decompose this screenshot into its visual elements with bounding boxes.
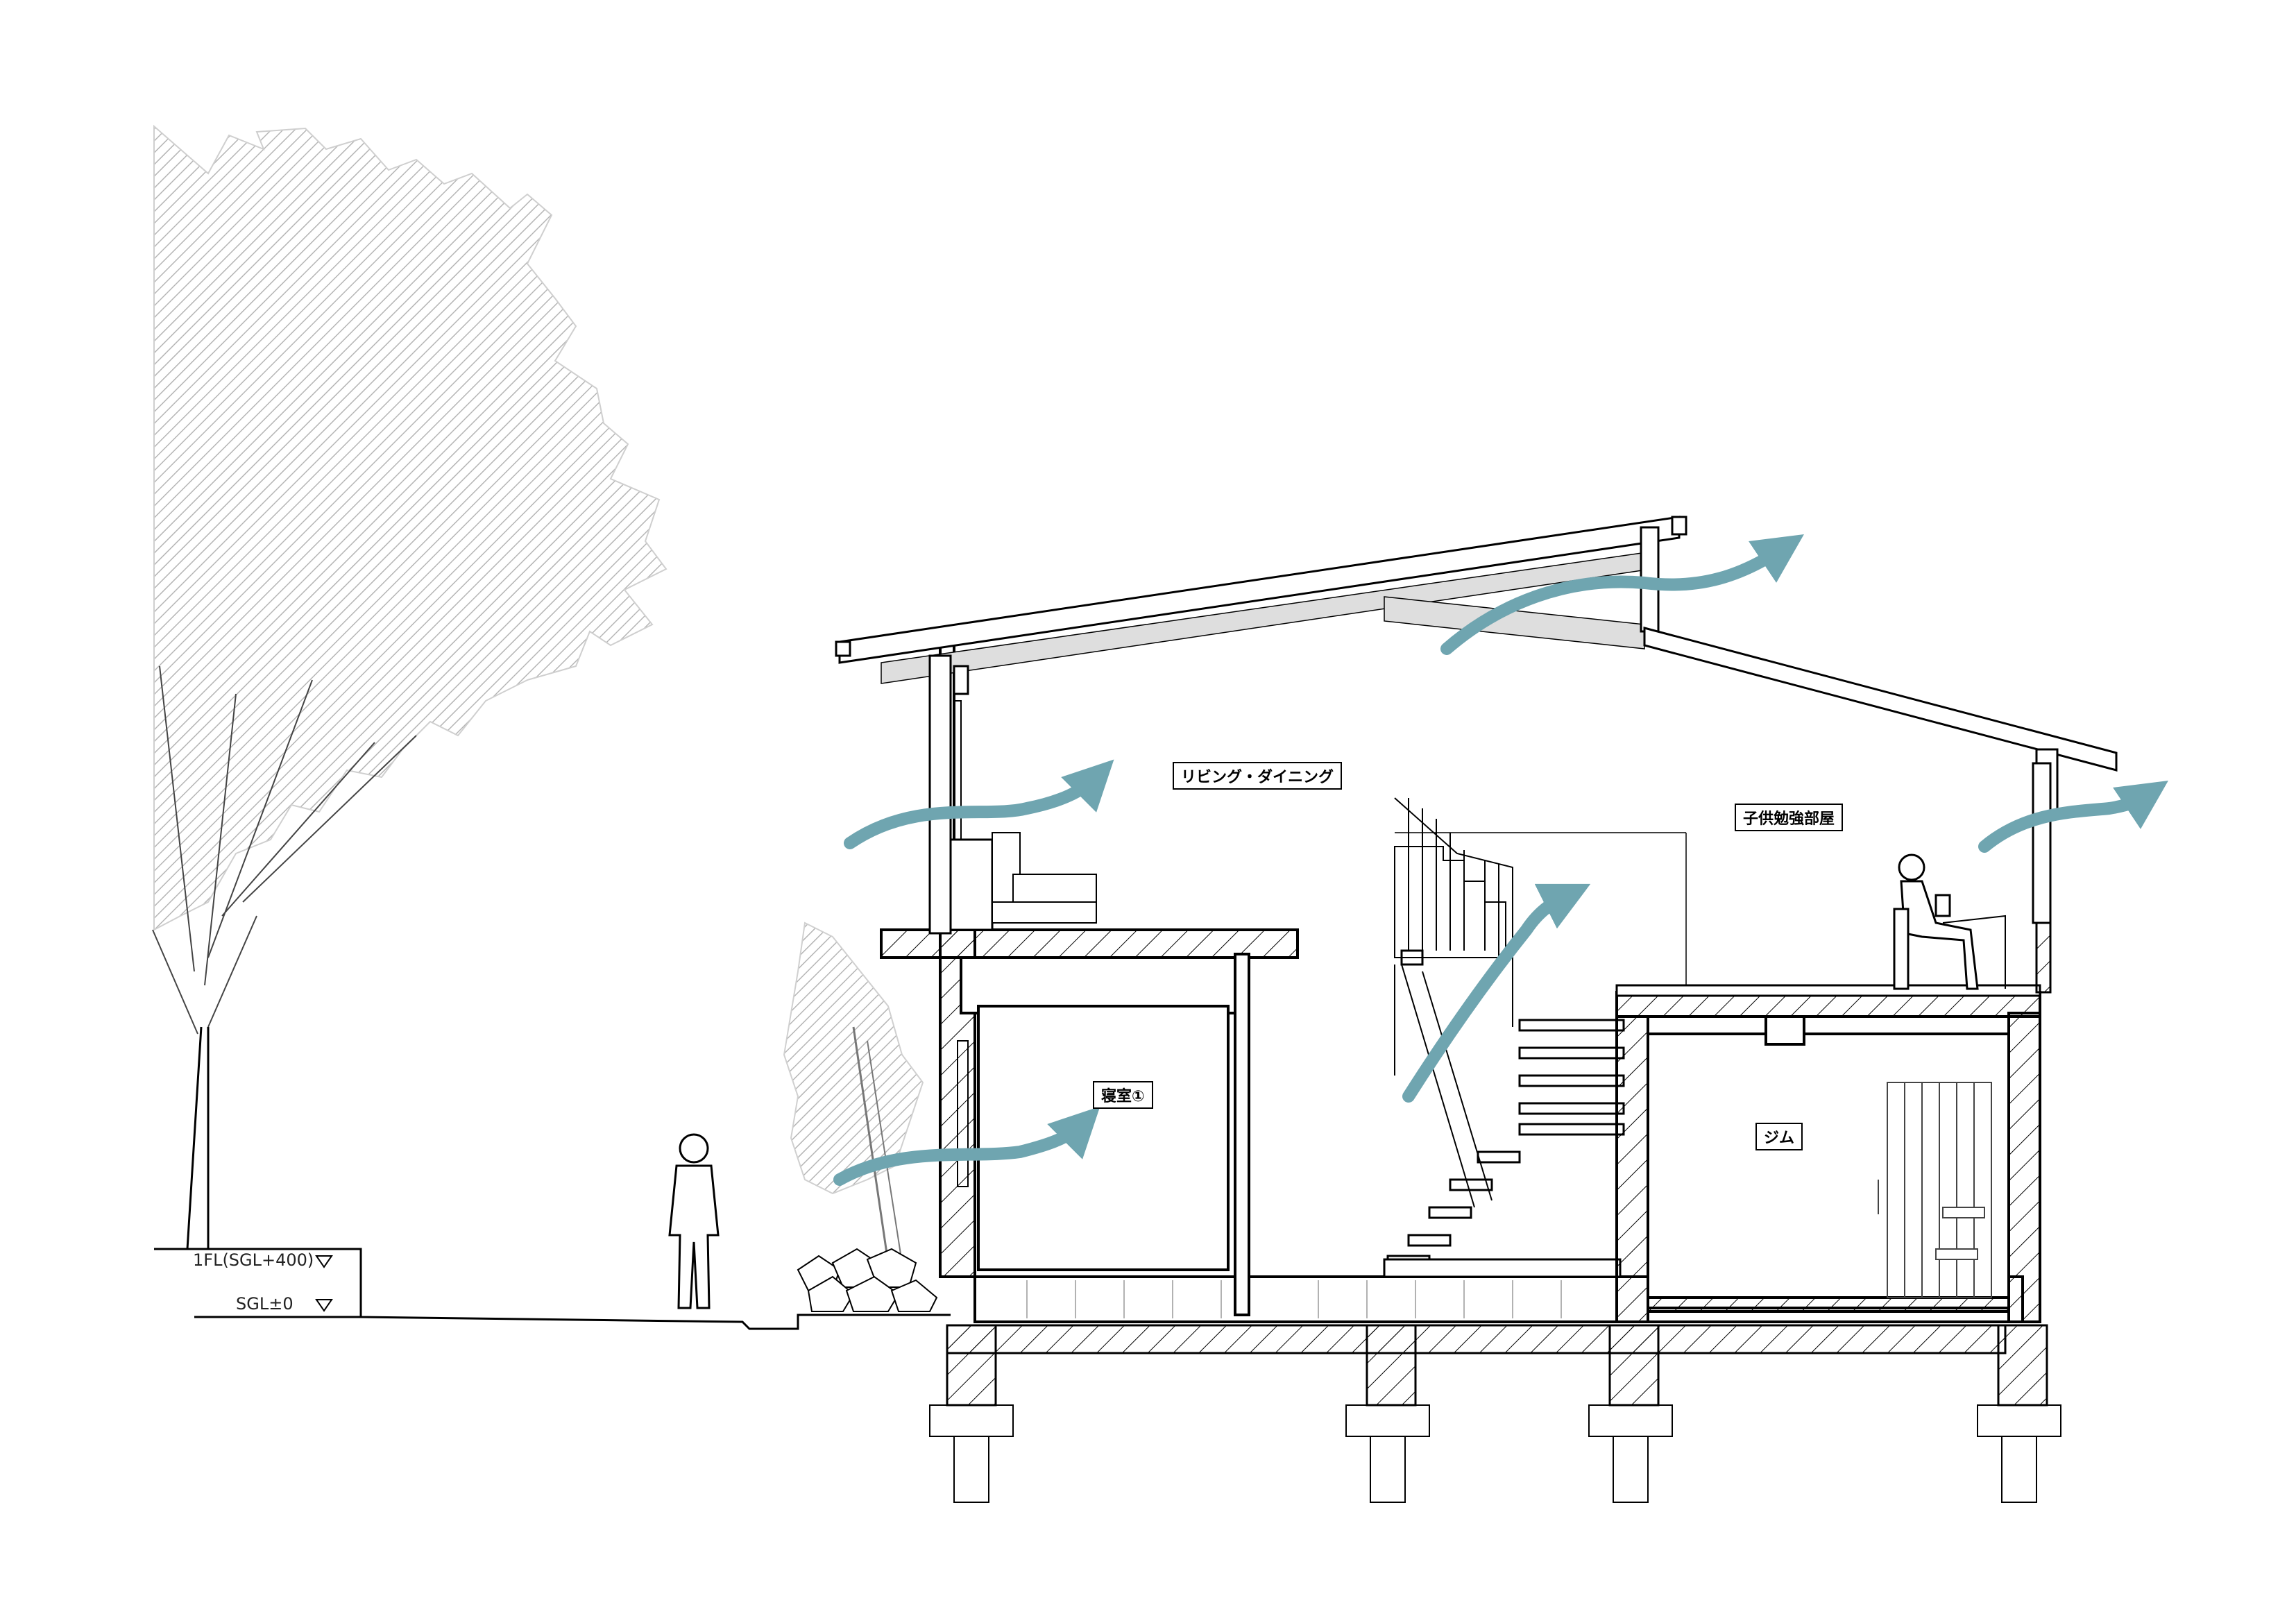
room-label-kids-study: 子供勉強部屋 — [1735, 804, 1844, 831]
room-label-gym: ジム — [1755, 1123, 1803, 1150]
upper-floor-slab — [880, 928, 1299, 1271]
level-marker-triangle-icon — [315, 1299, 333, 1312]
level-label-ground: SGL±0 — [236, 1294, 294, 1314]
room-label-living-dining: リビング・ダイニング — [1173, 762, 1343, 790]
column — [1234, 953, 1250, 1316]
roof — [835, 516, 2118, 813]
gym-block — [1615, 991, 2041, 1323]
window-upper-right — [2032, 762, 2052, 994]
desk-icon — [1942, 915, 2006, 989]
tree-icon — [152, 124, 667, 1250]
foundation — [929, 1324, 2061, 1503]
shrub-icon — [783, 921, 938, 1312]
airflow-arrow-icon — [1402, 883, 1591, 1103]
airflow-arrow-icon — [1440, 534, 1804, 655]
floor-joists — [1026, 1280, 1562, 1318]
level-marker-triangle-icon — [315, 1255, 333, 1268]
person-standing-icon — [668, 1133, 720, 1309]
room-label-bedroom: 寝室① — [1093, 1081, 1153, 1109]
gym-door-icon — [1878, 1082, 1992, 1298]
level-label-first-floor: 1FL(SGL+400) — [193, 1250, 314, 1270]
airflow-arrow-icon — [1978, 781, 2168, 853]
sofa-icon — [992, 832, 1097, 924]
ground-line — [154, 1248, 951, 1330]
stair-railing — [1394, 797, 1687, 1027]
airflow-arrow-icon — [844, 759, 1114, 849]
airflow-arrows — [833, 534, 2168, 1186]
stair — [1383, 846, 1625, 1278]
airflow-arrow-icon — [833, 1106, 1100, 1186]
person-seated-reading-icon — [1893, 853, 1979, 990]
